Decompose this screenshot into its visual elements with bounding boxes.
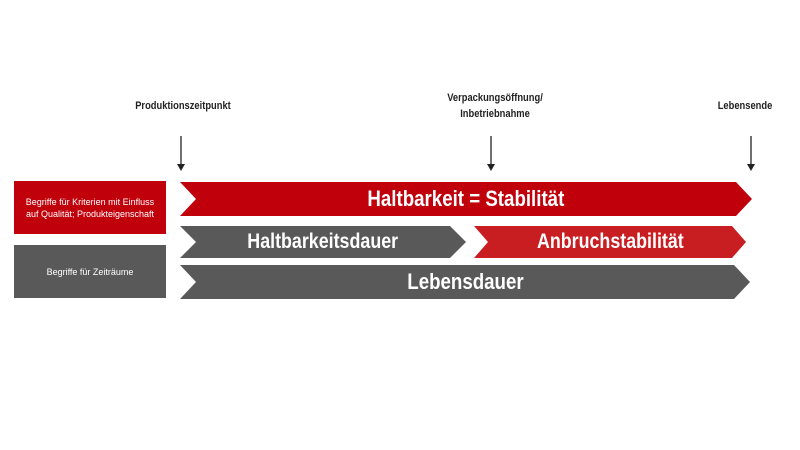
milestone-production-label: Produktionszeitpunkt — [135, 100, 231, 112]
chevron-shelf-life-label-wrap: Haltbarkeitsdauer — [196, 226, 450, 258]
legend-periods-box: Begriffe für Zeiträume — [14, 245, 166, 298]
chevron-in-use-stability-label: Anbruchstabilität — [536, 230, 684, 253]
chevron-stability-label-wrap: Haltbarkeit = Stabilität — [196, 182, 736, 216]
arrow-down-icon — [177, 136, 185, 171]
milestone-opening-line2: Inbetriebnahme — [460, 108, 530, 120]
chevron-shelf-life-label: Haltbarkeitsdauer — [247, 230, 399, 253]
chevron-lifetime-label: Lebensdauer — [406, 269, 524, 294]
milestone-opening-line1: Verpackungsöffnung/ — [447, 92, 543, 104]
chevron-lifetime — [180, 265, 750, 299]
arrow-down-icon — [747, 136, 755, 171]
arrow-down-icon — [487, 136, 495, 171]
chevron-shelf-life — [180, 226, 466, 258]
chevron-lifetime-label-wrap: Lebensdauer — [196, 265, 734, 299]
milestone-end-label: Lebensende — [717, 100, 773, 112]
legend-criteria-label: Begriffe für Kriterien mit Einfluss auf … — [25, 196, 155, 219]
chevron-in-use-stability — [474, 226, 746, 258]
chevron-stability-label: Haltbarkeit = Stabilität — [367, 186, 565, 211]
chevron-in-use-stability-label-wrap: Anbruchstabilität — [488, 226, 732, 258]
chevron-stability — [180, 182, 752, 216]
milestone-opening-label: Verpackungsöffnung/ Inbetriebnahme — [431, 90, 559, 122]
legend-criteria-box: Begriffe für Kriterien mit Einfluss auf … — [14, 181, 166, 234]
legend-periods-label: Begriffe für Zeiträume — [46, 266, 134, 277]
